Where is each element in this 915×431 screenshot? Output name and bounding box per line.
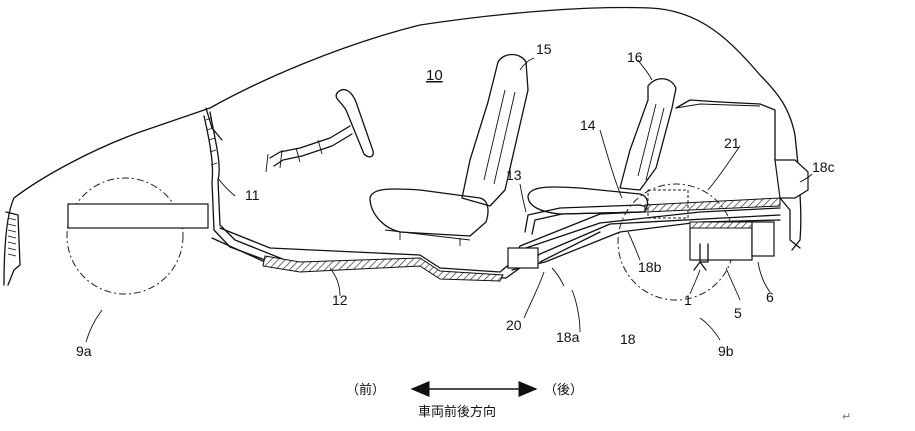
rear-label: （後）	[544, 383, 583, 398]
rear-step	[524, 204, 651, 233]
label-18a: 18a	[556, 329, 580, 345]
direction-indicator: （前） （後） 車両前後方向	[346, 381, 583, 420]
front-grille	[7, 217, 17, 257]
component-21	[647, 189, 689, 219]
body-outline	[3, 6, 799, 286]
label-20: 20	[506, 317, 522, 333]
battery-case-top	[689, 221, 753, 229]
front-seat-rail	[384, 229, 471, 246]
label-11: 11	[245, 187, 260, 203]
front-subframe	[67, 203, 209, 229]
cargo-lid	[675, 103, 761, 109]
component-6	[751, 221, 775, 257]
firewall-panel-inner	[203, 115, 288, 269]
label-16: 16	[627, 49, 643, 65]
steering-wheel	[335, 88, 374, 158]
reference-labels: 10 15 16 11 12 13 14 21 18c 18b 20 18a 1…	[76, 41, 835, 359]
joint-box-20	[507, 247, 539, 269]
direction-caption: 車両前後方向	[418, 404, 496, 420]
return-mark: ↵	[842, 411, 851, 423]
steering-column	[269, 125, 351, 159]
label-15: 15	[536, 41, 552, 57]
rear-bumper	[774, 159, 809, 199]
front-seat-cushion	[369, 188, 489, 237]
floor-panel-hatch	[262, 255, 504, 282]
label-10: 10	[426, 67, 443, 84]
label-9a: 9a	[76, 343, 92, 359]
label-6: 6	[766, 289, 774, 305]
leader-lines	[85, 57, 813, 343]
label-9b: 9b	[718, 343, 734, 359]
firewall-panel	[209, 111, 291, 263]
label-13: 13	[506, 167, 522, 183]
label-21: 21	[724, 135, 740, 151]
rear-frame-diagonal	[539, 231, 601, 263]
battery-case	[689, 225, 753, 261]
front-bumper	[5, 211, 21, 286]
label-1: 1	[684, 292, 692, 308]
steering-column-2	[273, 133, 353, 167]
front-seat-back	[461, 53, 529, 207]
floor-panel-upper	[219, 204, 781, 273]
bracket-1	[699, 243, 709, 263]
label-18: 18	[620, 331, 636, 347]
bracket-1-arrow	[693, 261, 707, 271]
front-label: （前）	[346, 382, 385, 398]
label-12: 12	[332, 292, 348, 308]
rear-floor	[644, 197, 781, 213]
label-18b: 18b	[638, 259, 662, 275]
label-5: 5	[734, 305, 742, 321]
rear-bumper-lower	[779, 197, 801, 249]
steering-joints	[265, 139, 323, 173]
label-14: 14	[580, 117, 596, 133]
rear-seat-back	[619, 78, 677, 191]
firewall-ribs	[205, 117, 218, 166]
front-wheel	[66, 177, 184, 295]
front-seat-back-inner	[483, 89, 516, 185]
label-18c: 18c	[812, 159, 835, 175]
rear-seat-cushion	[527, 186, 649, 215]
rear-seat-back-inner	[637, 103, 665, 181]
